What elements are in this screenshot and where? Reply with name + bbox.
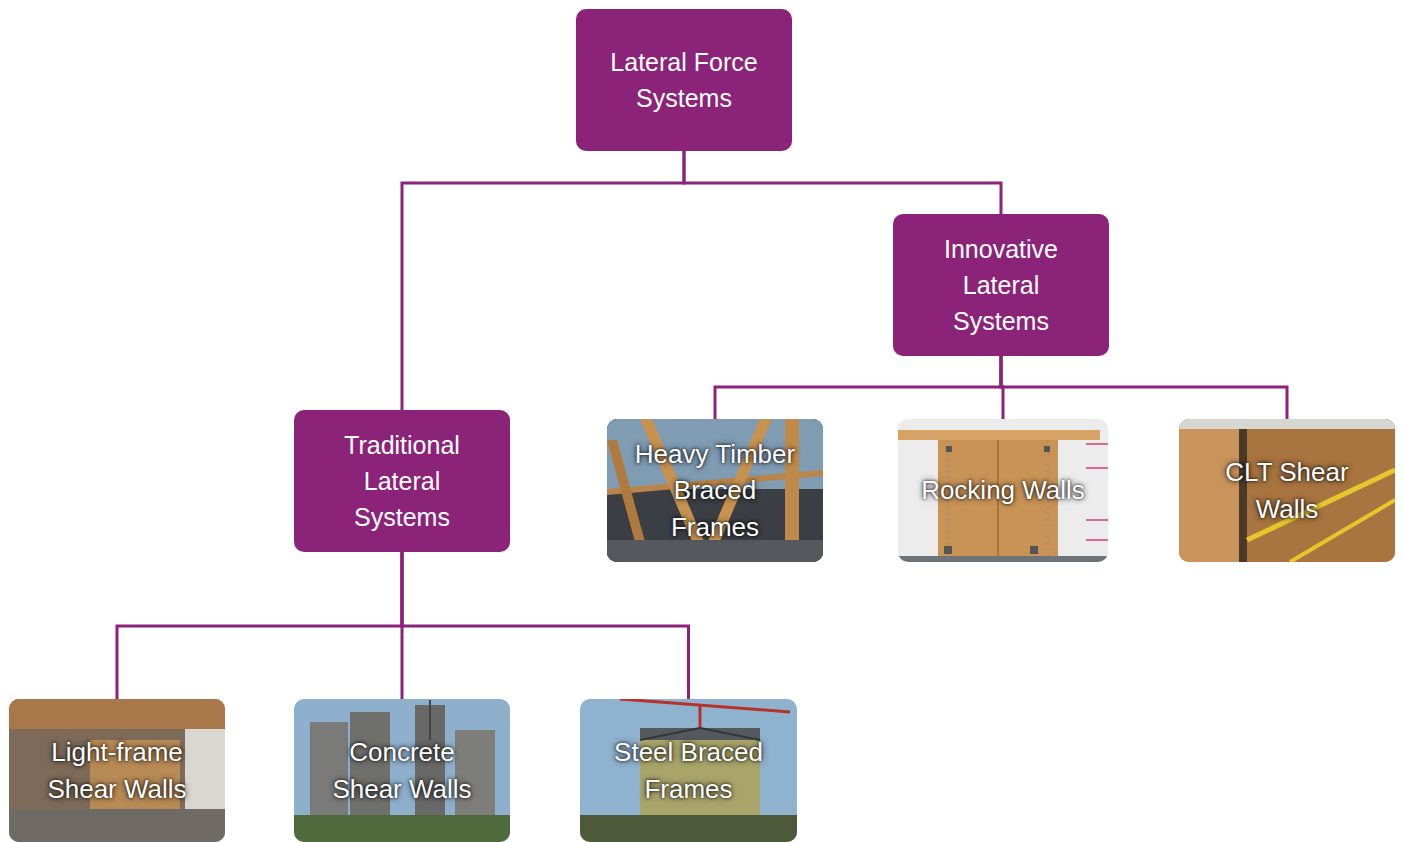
system-photo-card: CLT Shear Walls <box>1179 419 1395 562</box>
steel-photo <box>580 699 797 842</box>
tree-connector <box>715 356 1001 419</box>
node-label: Heavy Timber Braced Frames <box>629 436 801 545</box>
system-photo-card: Heavy Timber Braced Frames <box>607 419 823 562</box>
tree-connector <box>402 151 684 410</box>
clt-photo <box>1179 419 1395 562</box>
tree-connector <box>117 552 402 699</box>
tree-connector <box>402 552 689 699</box>
rocking-wall-illustration <box>898 419 1108 562</box>
tree-connector <box>684 151 1001 214</box>
node-label: CLT Shear Walls <box>1201 454 1373 527</box>
node-label: Concrete Shear Walls <box>316 734 488 807</box>
node-label: Traditional Lateral Systems <box>322 427 482 536</box>
category-box: Lateral Force Systems <box>576 9 792 151</box>
system-photo-card: Rocking Walls <box>898 419 1108 562</box>
concrete-photo <box>294 699 510 842</box>
timber-photo <box>607 419 823 562</box>
tree-connector <box>1001 356 1287 419</box>
node-label: Rocking Walls <box>921 472 1085 508</box>
node-label: Steel Braced Frames <box>602 734 775 807</box>
node-label: Lateral Force Systems <box>604 44 764 117</box>
system-photo-card: Light-frame Shear Walls <box>9 699 225 842</box>
lightframe-photo <box>9 699 225 842</box>
system-photo-card: Steel Braced Frames <box>580 699 797 842</box>
category-box: Traditional Lateral Systems <box>294 410 510 552</box>
node-label: Light-frame Shear Walls <box>31 734 203 807</box>
system-photo-card: Concrete Shear Walls <box>294 699 510 842</box>
category-box: Innovative Lateral Systems <box>893 214 1109 356</box>
node-label: Innovative Lateral Systems <box>921 231 1081 340</box>
